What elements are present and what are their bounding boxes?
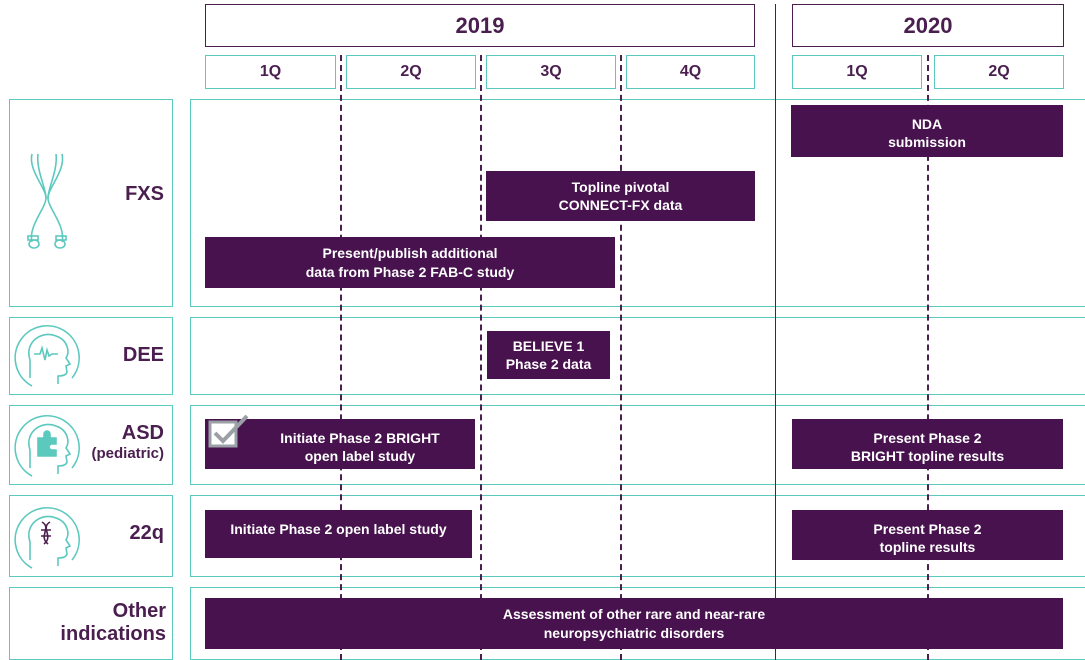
row-label-cell-asd [9,405,173,485]
milestone-nda-submission: NDA submission [791,105,1063,157]
quarter-divider-3 [620,55,622,660]
milestone-topline-connect-fx: Topline pivotal CONNECT-FX data [486,171,755,221]
year-header-2020: 2020 [792,4,1064,47]
quarter-divider-1 [340,55,342,660]
row-area-fxs [190,99,1085,307]
row-area-22q [190,495,1085,577]
milestone-22q-initiate: Initiate Phase 2 open label study [205,510,472,558]
quarter-2019-2q: 2Q [346,55,476,89]
quarter-2019-3q: 3Q [486,55,616,89]
row-label-cell-fxs [9,99,173,307]
quarter-divider-2 [480,55,482,660]
head-puzzle-icon [12,408,82,482]
head-dna-icon [12,498,82,574]
milestone-bright-initiate: Initiate Phase 2 BRIGHT open label study [205,419,475,469]
row-label-cell-22q [9,495,173,577]
quarter-divider-4 [927,55,929,660]
row-label-cell-dee [9,317,173,395]
head-brainwave-icon [12,320,82,392]
row-area-dee [190,317,1085,395]
quarter-2019-1q: 1Q [205,55,336,89]
row-area-asd [190,405,1085,485]
row-sublabel-other: indications [60,623,166,645]
milestone-22q-results: Present Phase 2 topline results [792,510,1063,560]
row-label-dee: DEE [122,344,164,366]
row-label-fxs: FXS [125,183,164,205]
milestone-fab-c-publish: Present/publish additional data from Pha… [205,237,615,288]
row-label-other: Other indications [40,600,166,646]
quarter-2020-1q: 1Q [792,55,922,89]
quarter-2020-2q: 2Q [934,55,1064,89]
checkbox-checked-icon [207,413,253,449]
year-header-2019: 2019 [205,4,755,47]
row-sublabel-asd: (pediatric) [91,445,164,462]
milestone-bright-results: Present Phase 2 BRIGHT topline results [792,419,1063,469]
milestone-believe-1: BELIEVE 1 Phase 2 data [487,331,610,379]
year-divider [775,4,776,660]
quarter-2019-4q: 4Q [626,55,755,89]
chromosome-icon [24,150,70,252]
row-label-22q: 22q [129,522,164,544]
milestone-other-assessment: Assessment of other rare and near-rare n… [205,598,1063,649]
row-label-asd: ASD (pediatric) [60,422,164,462]
